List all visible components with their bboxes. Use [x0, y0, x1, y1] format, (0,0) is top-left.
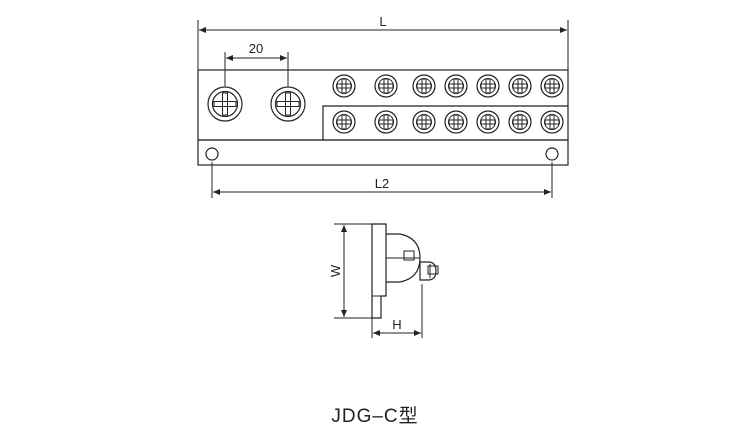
small-terminal-screw	[374, 110, 398, 134]
large-terminal-right	[270, 86, 306, 122]
side-body	[371, 223, 387, 319]
side-view: W H	[328, 223, 439, 338]
small-terminal-screw	[374, 74, 398, 98]
label-l: L	[379, 14, 386, 29]
small-terminal-screw	[412, 74, 436, 98]
mounting-base	[197, 139, 569, 166]
small-terminals	[332, 74, 564, 134]
small-terminal-screw	[332, 110, 356, 134]
side-lower-terminal	[419, 261, 437, 281]
dimension-l: L	[197, 14, 569, 70]
small-terminal-screw	[412, 110, 436, 134]
small-terminal-screw	[476, 74, 500, 98]
mounting-hole-left	[205, 147, 219, 161]
label-w: W	[328, 264, 343, 277]
small-terminal-screw	[540, 74, 564, 98]
large-terminal-left	[207, 86, 243, 122]
label-20: 20	[249, 41, 263, 56]
mounting-hole-right	[545, 147, 559, 161]
dimension-h: H	[371, 284, 423, 338]
small-terminal-screw	[332, 74, 356, 98]
front-view: L 20	[197, 14, 569, 198]
dimension-w: W	[328, 223, 372, 319]
small-terminal-screw	[476, 110, 500, 134]
small-terminal-screw	[540, 110, 564, 134]
label-l2: L2	[375, 176, 389, 191]
small-terminal-screw	[444, 74, 468, 98]
dimension-l2: L2	[211, 162, 553, 198]
label-h: H	[392, 317, 401, 332]
side-upper-screw	[403, 250, 415, 261]
small-terminal-screw	[508, 74, 532, 98]
small-terminal-screw	[444, 110, 468, 134]
dimension-20: 20	[224, 41, 289, 86]
lower-row-step	[322, 105, 568, 140]
diagram-title: JDG–C型	[331, 406, 419, 427]
small-terminal-screw	[508, 110, 532, 134]
